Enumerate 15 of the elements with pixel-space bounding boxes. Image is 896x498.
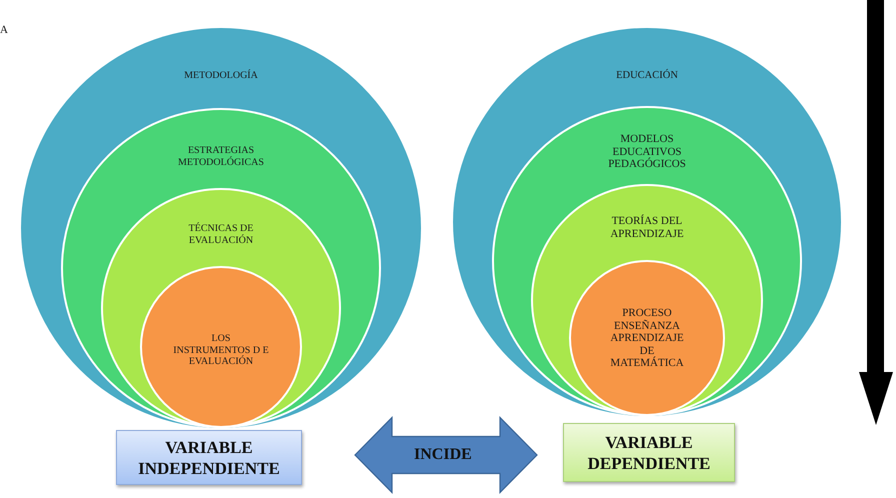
circle-label: METODOLOGÍA xyxy=(183,70,259,82)
circle-label: LOS INSTRUMENTOS D E EVALUACIÓN xyxy=(172,333,270,368)
letter-label: A xyxy=(0,24,8,37)
box-label: VARIABLE INDEPENDIENTE xyxy=(137,436,281,478)
edge-label: INCIDE xyxy=(414,446,472,464)
double-arrow xyxy=(354,416,538,494)
circle-label: TEORÍAS DEL APRENDIZAJE xyxy=(609,215,685,240)
circle-label: TÉCNICAS DE EVALUACIÓN xyxy=(188,223,254,246)
box-label: VARIABLE DEPENDIENTE xyxy=(586,432,712,474)
circle-label: MODELOS EDUCATIVOS PEDAGÓGICOS xyxy=(607,133,687,170)
circle-label: EDUCACIÓN xyxy=(615,70,679,82)
variable-box xyxy=(563,423,735,482)
circle-label: ESTRATEGIAS METODOLÓGICAS xyxy=(177,145,265,168)
variable-box xyxy=(116,430,302,485)
circle-label: PROCESO ENSEÑANZA APRENDIZAJE DE MATEMÁTICA xyxy=(609,307,685,370)
